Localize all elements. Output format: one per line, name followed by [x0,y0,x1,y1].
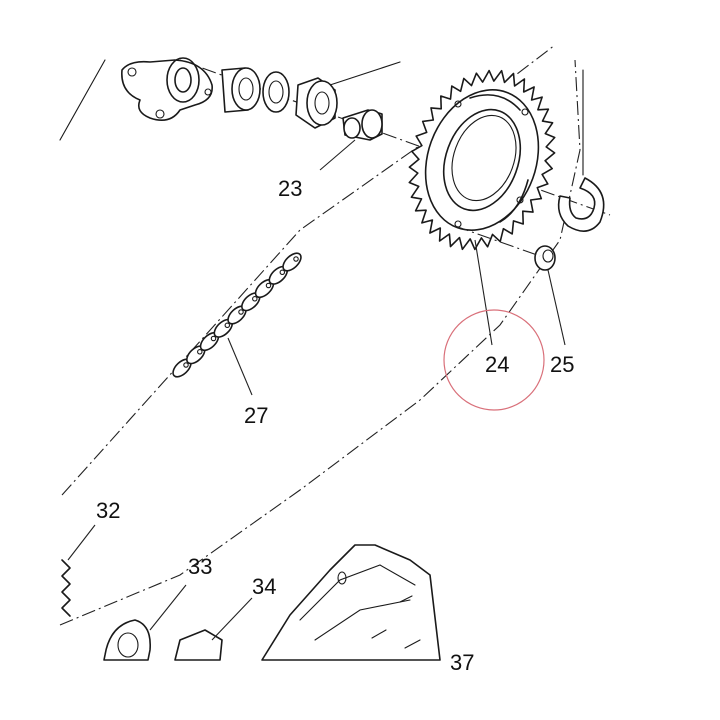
callout-33: 33 [188,554,212,579]
nut-part-34 [174,629,223,661]
callout-24: 24 [485,352,509,377]
drive-chain-part-27 [172,252,302,378]
bearing-2 [262,71,290,113]
circlip-part [557,177,605,232]
chain-pin [183,362,189,368]
hub-carrier-part [121,57,213,121]
chain-guard-part-37 [261,544,441,661]
callout-34: 34 [252,574,276,599]
frame-edge-line [59,59,106,141]
lock-washer-part-33 [103,619,152,661]
bushing-part-25 [534,245,556,271]
bearing-3 [295,77,338,129]
bearing-1 [221,67,261,113]
chain-pin [252,296,258,302]
chain-pin [224,322,231,329]
chain-pin [293,256,299,262]
callout-32: 32 [96,498,120,523]
rear-sprocket-part-24 [408,69,556,251]
highlight-circle [443,309,545,411]
spacer-sleeve-part-23 [342,109,383,141]
callout-37: 37 [450,650,474,675]
spring-part-32 [61,559,71,617]
callout-23: 23 [278,176,302,201]
callout-25: 25 [550,352,574,377]
leader-line-top [329,61,401,86]
chain-pin [279,269,286,276]
chain-pin [210,335,217,342]
bushing-centerline [454,225,541,257]
chain-pin [265,282,272,289]
callout-27: 27 [244,403,268,428]
leader-lines [67,139,566,641]
chain-pin [197,349,203,355]
chain-link [282,252,302,272]
chain-pin [238,309,244,315]
